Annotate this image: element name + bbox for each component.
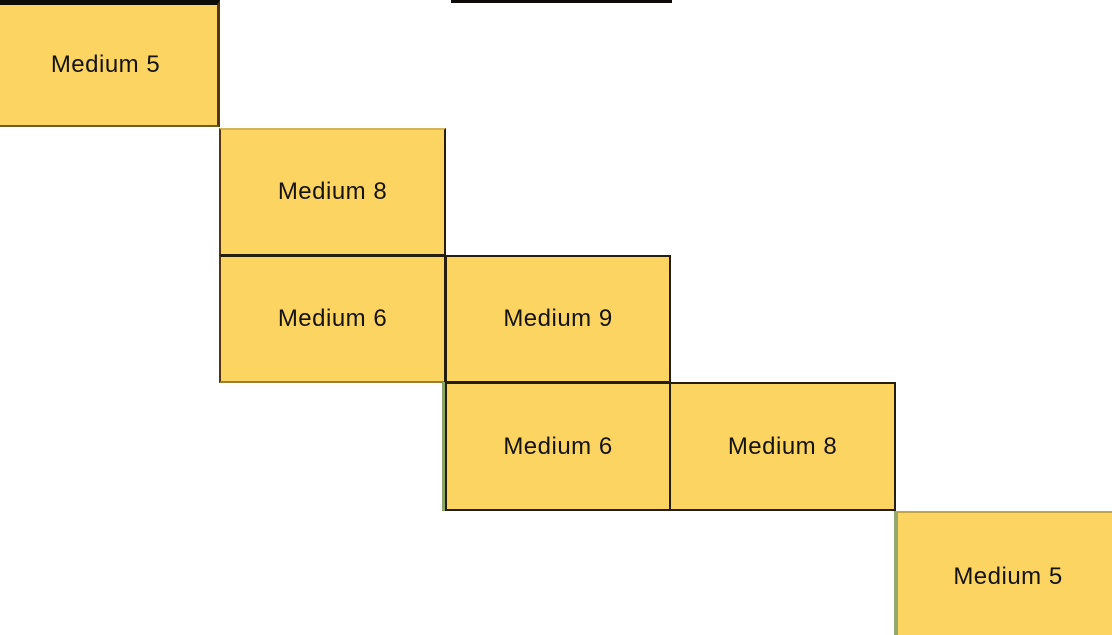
task-block-medium-5-r0c0[interactable]: Medium 5: [0, 0, 220, 127]
task-label: Medium 6: [503, 432, 613, 460]
task-block-medium-5-r4c4[interactable]: Medium 5: [894, 511, 1112, 635]
task-label: Medium 9: [503, 305, 613, 332]
offscreen-task-bottom-edge: [451, 0, 672, 3]
task-block-medium-6-r3c2[interactable]: Medium 6: [445, 382, 671, 511]
task-label: Medium 5: [50, 51, 161, 78]
task-label: Medium 6: [277, 305, 388, 332]
task-block-medium-6-r2c1[interactable]: Medium 6: [219, 255, 446, 383]
task-block-medium-8-r1c1[interactable]: Medium 8: [219, 128, 446, 256]
task-label: Medium 8: [727, 432, 838, 460]
task-label: Medium 8: [277, 178, 388, 205]
task-block-medium-8-r3c3[interactable]: Medium 8: [669, 382, 896, 511]
task-label: Medium 5: [953, 563, 1063, 590]
task-block-medium-9-r2c2[interactable]: Medium 9: [444, 255, 671, 383]
